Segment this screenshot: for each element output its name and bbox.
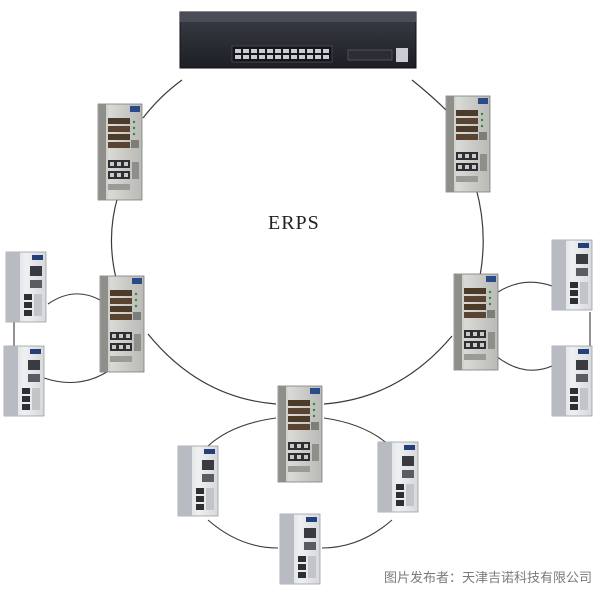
link-bottom-right — [321, 519, 393, 549]
din-rail-switch-icon-e-top — [551, 239, 593, 311]
link-left-bottom — [207, 519, 279, 549]
link-ne-e — [475, 187, 484, 277]
rack-switch-icon — [179, 11, 417, 69]
link-e-s — [323, 335, 453, 405]
industrial-switch-icon-ne — [445, 95, 491, 193]
link-subbottom-e — [495, 355, 553, 371]
din-rail-switch-icon-s-left — [177, 445, 219, 517]
din-rail-switch-icon-w-bottom — [3, 345, 45, 417]
din-rail-switch-icon-s-bottom — [279, 513, 321, 585]
link-subbottom-w — [43, 369, 111, 383]
link-w-subtop — [47, 293, 101, 305]
din-rail-switch-icon-e-bottom — [551, 345, 593, 417]
ring-protocol-label: ERPS — [268, 212, 320, 234]
link-s-left — [207, 417, 277, 447]
ring-links — [110, 79, 484, 405]
publisher-credit: 图片发布者：天津吉诺科技有限公司 — [383, 571, 592, 586]
link-core-ne — [411, 79, 449, 113]
link-nw-w — [110, 195, 119, 279]
link-e-subtop — [497, 281, 553, 293]
link-core-nw — [142, 79, 183, 119]
industrial-switch-icon-e — [453, 273, 499, 371]
din-rail-switch-icon-w-top — [5, 251, 47, 323]
subring-links — [13, 281, 591, 549]
industrial-switch-icon-s — [277, 385, 323, 483]
industrial-switch-icon-w — [99, 275, 145, 373]
din-rail-switch-icon-s-right — [377, 441, 419, 513]
link-w-s — [147, 333, 277, 405]
industrial-switch-icon-nw — [97, 103, 143, 201]
